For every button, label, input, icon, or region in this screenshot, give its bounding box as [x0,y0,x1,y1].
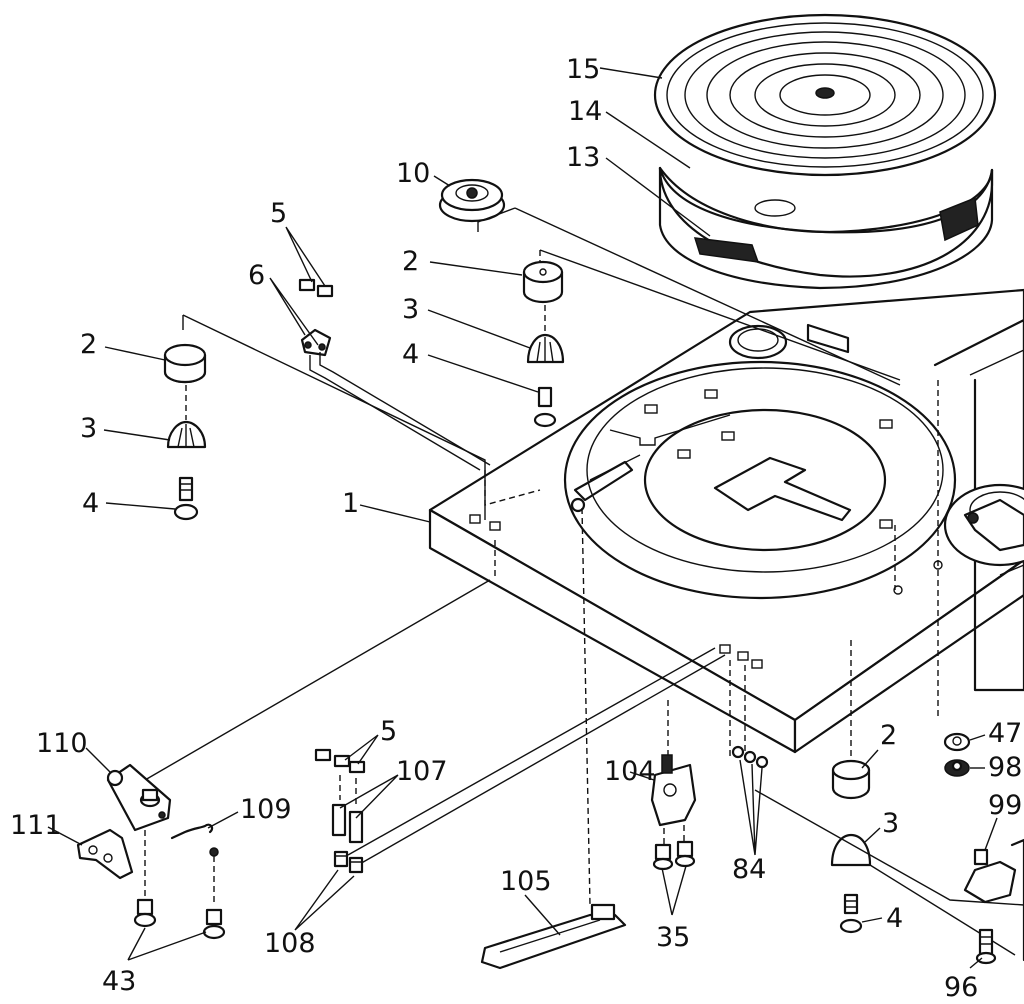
strobe-window-right [939,196,979,242]
callout-2-center: 2 [402,246,419,277]
callout-15: 15 [566,54,600,85]
callout-5-upper: 5 [270,198,287,229]
callout-108: 108 [264,928,316,959]
foot-assembly-center [522,260,565,428]
callout-84: 84 [732,854,766,885]
bracket-5-107-108-lower [314,748,366,874]
callout-4-center: 4 [402,339,419,370]
idler-wheel [438,178,516,232]
platter [658,166,994,290]
callout-111: 111 [10,810,62,841]
bracket-99 [963,838,1024,962]
foot-assembly-right [830,640,872,934]
callout-3-center: 3 [402,294,419,325]
callout-4-left: 4 [82,488,99,519]
callout-6: 6 [248,260,265,291]
lever-assembly-110 [106,763,172,905]
callout-3-left: 3 [80,413,97,444]
callout-3-right: 3 [882,808,899,839]
screws-43 [133,898,226,940]
callout-35: 35 [656,922,690,953]
bracket-5-6-upper [298,278,491,471]
callout-2-left: 2 [80,329,97,360]
callout-14: 14 [568,96,602,127]
callout-96: 96 [944,972,978,1003]
callout-5-lower: 5 [380,716,397,747]
callout-13: 13 [566,142,600,173]
nut-47 [943,732,971,752]
base-plate [428,288,1024,754]
strobe-window-left [693,237,760,263]
switch-104 [650,754,697,871]
callout-10: 10 [396,158,430,189]
clips-84 [731,745,769,769]
slide-lever-105 [480,903,627,970]
spring-109 [170,823,219,905]
washer-98 [944,759,970,777]
callout-4-right: 4 [886,903,903,934]
callout-110: 110 [36,728,88,759]
platter-mat [653,13,997,177]
callout-105: 105 [500,866,552,897]
plate-111 [76,828,134,880]
callout-43: 43 [102,966,136,997]
callout-107: 107 [396,756,448,787]
callout-104: 104 [604,756,656,787]
screw-96 [975,928,997,965]
callout-109: 109 [240,794,292,825]
callout-99: 99 [988,790,1022,821]
foot-assembly-left [163,343,207,521]
callout-98: 98 [988,752,1022,783]
guide-lines [144,207,1024,956]
leader-lines [47,67,998,969]
callout-2-right: 2 [880,720,897,751]
callout-1: 1 [342,488,359,519]
callout-47: 47 [988,718,1022,749]
callout-labels: 15 14 13 10 5 6 2 3 4 2 3 4 1 110 111 10… [10,54,1022,1003]
